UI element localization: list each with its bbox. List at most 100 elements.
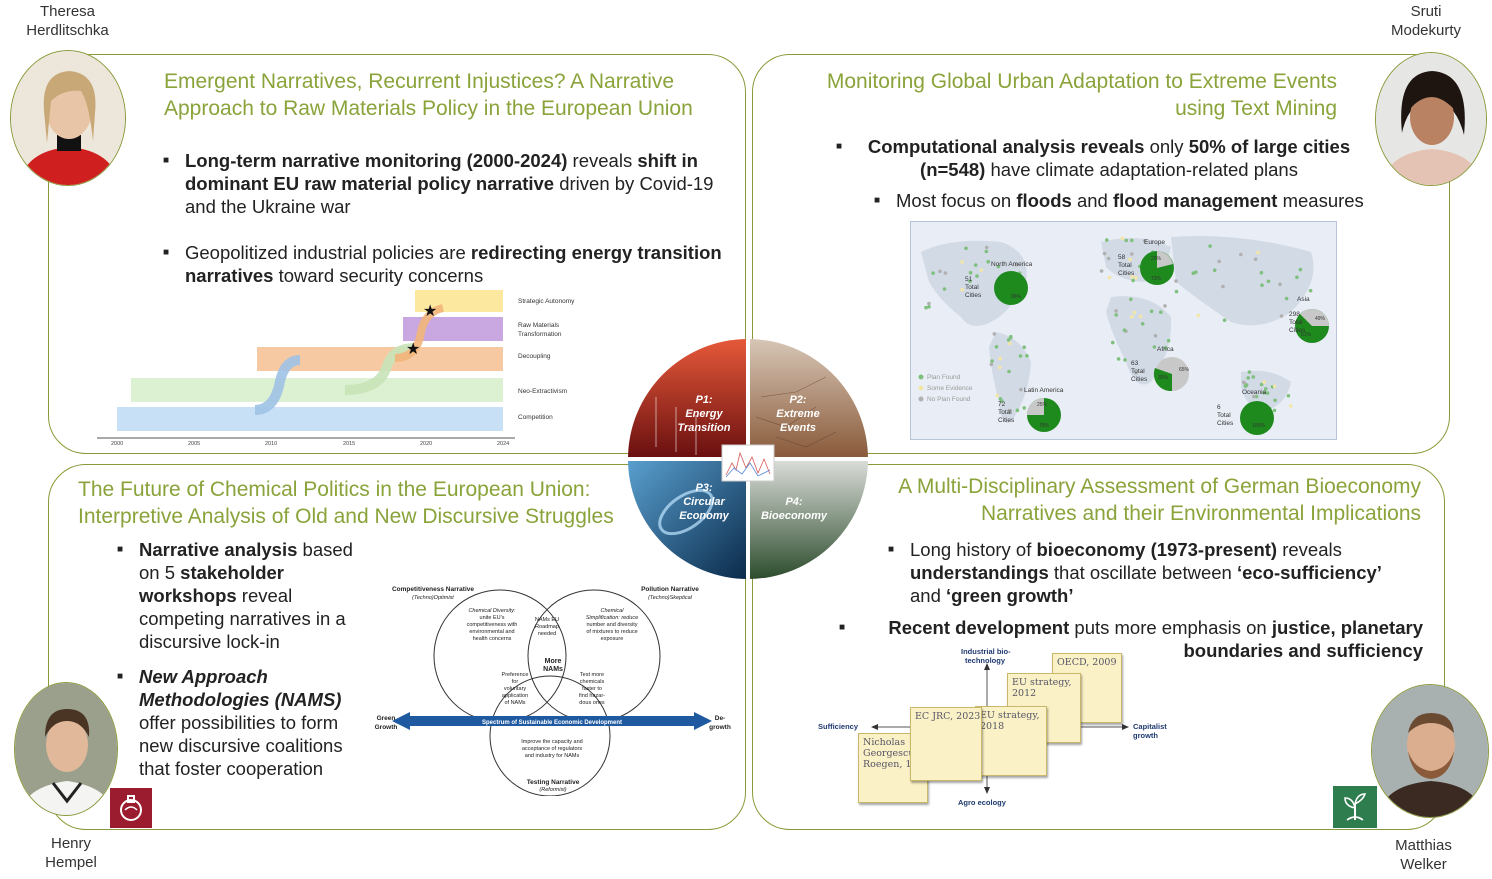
svg-text:P2:: P2: xyxy=(789,394,806,406)
panel-p3 xyxy=(48,464,746,830)
bullet-square-icon: ■ xyxy=(117,671,124,682)
svg-text:Circular: Circular xyxy=(683,496,725,508)
pie-oceania: Oceania 6 Total Cities 100% xyxy=(1217,389,1274,435)
bullet-square-icon: ■ xyxy=(163,155,170,166)
svg-text:unite EU's: unite EU's xyxy=(480,615,505,621)
city-dot xyxy=(1022,406,1026,410)
city-dot xyxy=(973,263,978,267)
city-dot xyxy=(1149,309,1154,314)
city-dot xyxy=(927,301,931,306)
svg-text:Europe: Europe xyxy=(1144,239,1165,246)
pie-north-america: North America 51 Total Cities 96% xyxy=(965,261,1033,305)
p3-bullet-2: ■ New Approach Methodologies (NAMS) offe… xyxy=(117,666,343,779)
project-wheel: P1: Energy Transition P2: Extreme Events… xyxy=(628,339,868,579)
city-dot xyxy=(1166,338,1171,343)
city-dots xyxy=(924,236,1313,418)
city-dot xyxy=(984,249,989,254)
city-dot xyxy=(942,287,947,291)
svg-text:application: application xyxy=(502,693,528,699)
city-dot xyxy=(1272,384,1277,389)
city-dot xyxy=(990,359,994,363)
city-dot xyxy=(1239,252,1243,257)
svg-text:growth: growth xyxy=(1133,731,1158,740)
city-dot xyxy=(1159,310,1163,314)
svg-text:P4:: P4: xyxy=(785,496,802,508)
city-dot xyxy=(1286,394,1291,398)
avatar-henry xyxy=(14,682,118,816)
svg-text:Extreme: Extreme xyxy=(776,408,819,420)
city-dot xyxy=(975,274,979,278)
svg-text:58: 58 xyxy=(1118,254,1126,261)
city-dot xyxy=(960,287,964,292)
svg-text:chemicals: chemicals xyxy=(580,679,605,685)
city-dot xyxy=(1008,341,1012,346)
svg-text:2000: 2000 xyxy=(111,441,123,447)
bullet-square-icon: ■ xyxy=(888,544,895,555)
city-dot xyxy=(1222,318,1227,322)
svg-text:dous ones: dous ones xyxy=(579,700,605,706)
svg-text:Total: Total xyxy=(1118,262,1132,269)
svg-text:Roadmap: Roadmap xyxy=(535,624,559,630)
city-dot xyxy=(1025,354,1029,358)
city-dot xyxy=(1019,387,1023,392)
city-dot xyxy=(1259,382,1264,387)
city-dot xyxy=(938,269,942,274)
row-label: Strategic Autonomy xyxy=(518,298,575,305)
city-dot xyxy=(1105,238,1109,242)
svg-text:Cities: Cities xyxy=(998,417,1015,424)
p4-bullet-1: ■ Long history of bioeconomy (1973-prese… xyxy=(888,539,1382,606)
city-dot xyxy=(1163,346,1168,350)
p2-title: Monitoring Global Urban Adaptation to Ex… xyxy=(826,70,1337,120)
svg-text:environmental and: environmental and xyxy=(469,629,514,635)
row-label: Decoupling xyxy=(518,353,551,360)
city-dot xyxy=(1242,380,1246,385)
avatar-matthias xyxy=(1371,684,1489,818)
city-dot xyxy=(924,305,928,310)
pie-europe: Europe 58 Total Cities 26% 72% xyxy=(1118,239,1174,285)
svg-text:25%: 25% xyxy=(1037,402,1048,408)
svg-text:NAMs: NAMs xyxy=(543,666,563,673)
city-dot xyxy=(1124,238,1128,243)
city-dot xyxy=(986,259,990,264)
svg-text:Cities: Cities xyxy=(1118,270,1135,277)
city-dot xyxy=(992,332,997,336)
svg-text:NAMs EU: NAMs EU xyxy=(535,617,559,623)
svg-text:De-: De- xyxy=(715,715,725,722)
city-dot xyxy=(1298,267,1303,272)
city-dot xyxy=(1262,380,1266,384)
city-dot xyxy=(1007,408,1012,413)
author-name-matthias: Matthias Welker xyxy=(1395,837,1452,873)
p4-title: A Multi-Disciplinary Assessment of Germa… xyxy=(898,475,1421,525)
city-dot xyxy=(1247,370,1252,374)
legend-some-evidence: Some Evidence xyxy=(927,385,973,392)
svg-text:2015: 2015 xyxy=(343,441,355,447)
city-dot xyxy=(1260,283,1264,287)
svg-text:6: 6 xyxy=(1217,404,1221,411)
city-dot xyxy=(1099,269,1104,273)
city-dot xyxy=(1272,408,1277,413)
city-dot xyxy=(1130,238,1134,243)
axis-top: Industrial bio- xyxy=(961,647,1011,656)
year-ticks: 2000 2005 2010 2015 2020 2024 xyxy=(111,441,509,447)
bullet-square-icon: ■ xyxy=(117,544,124,555)
svg-text:Transition: Transition xyxy=(678,422,731,434)
city-dot xyxy=(1254,394,1259,399)
pie-asia: Asia 298 Total Cities 49% 51% xyxy=(1289,296,1329,343)
city-dot xyxy=(1163,304,1167,308)
city-dot xyxy=(1174,289,1179,294)
svg-text:of NAMs: of NAMs xyxy=(504,700,525,706)
world-map: Plan Found Some Evidence No Plan Found N… xyxy=(910,221,1337,440)
city-dot xyxy=(1131,278,1135,283)
svg-text:96%: 96% xyxy=(1011,294,1022,300)
svg-text:72: 72 xyxy=(998,401,1006,408)
city-dot xyxy=(960,260,964,264)
city-dot xyxy=(1174,279,1178,283)
city-dot xyxy=(1123,358,1127,362)
svg-text:Preference: Preference xyxy=(502,672,529,678)
city-dot xyxy=(1018,354,1023,358)
svg-text:Africa: Africa xyxy=(1157,346,1174,353)
svg-text:competitiveness with: competitiveness with xyxy=(467,622,518,628)
city-dot xyxy=(1008,336,1013,340)
city-dot xyxy=(1256,250,1260,255)
svg-text:51: 51 xyxy=(965,276,973,283)
